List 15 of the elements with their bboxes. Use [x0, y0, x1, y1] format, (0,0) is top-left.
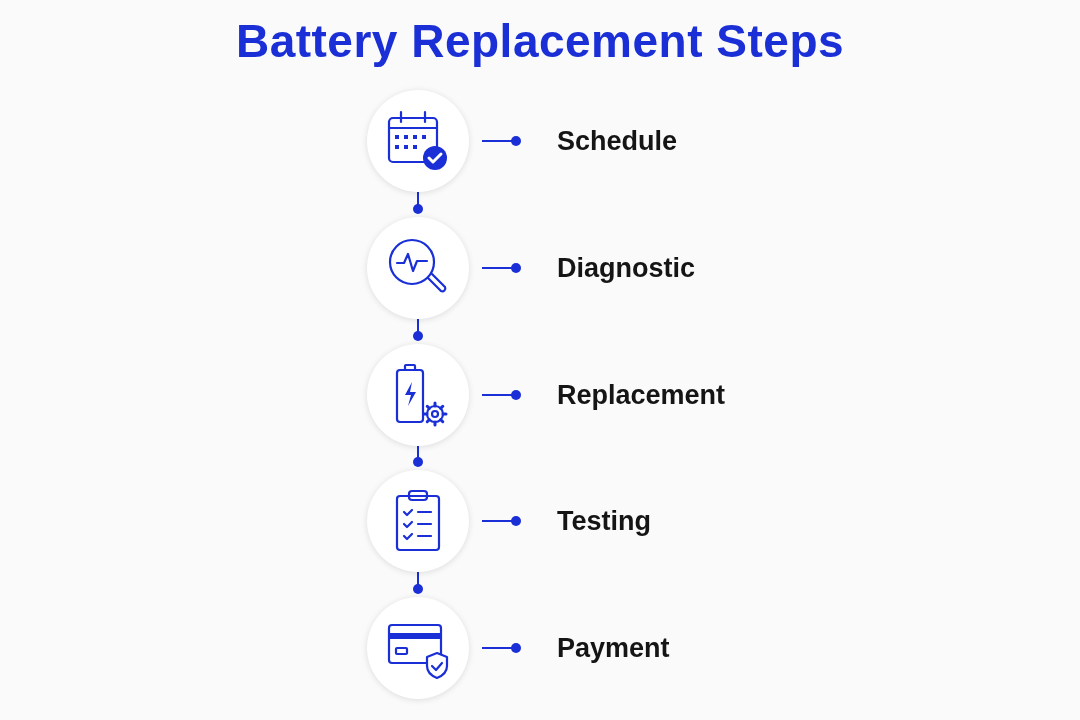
step-label: Replacement: [520, 379, 726, 411]
step-label: Testing: [520, 505, 651, 537]
title: Battery Replacement Steps: [234, 14, 846, 68]
connector-line: [413, 318, 423, 341]
connector-line: [413, 191, 423, 214]
connector-line: [413, 571, 423, 594]
connector-line: [413, 445, 423, 467]
step-label: Schedule: [520, 125, 678, 157]
connector-line: [481, 643, 521, 653]
connector-line: [481, 516, 521, 526]
step-label: Payment: [520, 632, 670, 664]
connector-line: [481, 263, 521, 273]
connector-line: [481, 136, 521, 146]
connector-line: [481, 390, 521, 400]
step-label: Diagnostic: [520, 252, 696, 284]
